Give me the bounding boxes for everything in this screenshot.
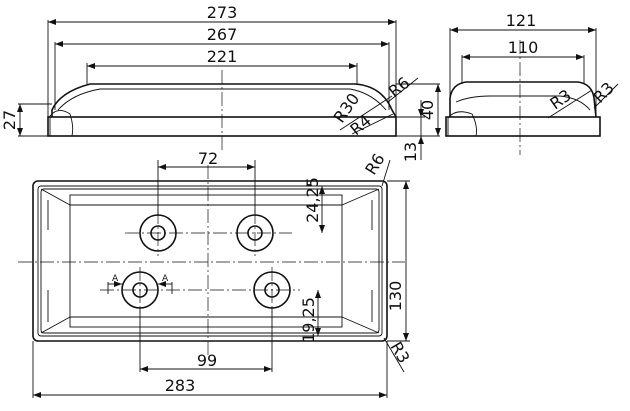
section-label-left: A: [112, 274, 119, 284]
boss-bottom-left: [121, 267, 159, 313]
leader-r3a: [547, 89, 593, 119]
dim-text-99: 99: [197, 351, 217, 370]
radius-r6-top: R6: [361, 150, 388, 178]
dim-text-110: 110: [508, 38, 539, 57]
leader-r3b: [593, 83, 619, 109]
dim-text-24-25: 24,25: [303, 177, 322, 223]
corner-line: [40, 316, 71, 334]
dim-text-72: 72: [198, 149, 218, 168]
side-body-outline: [449, 81, 597, 118]
top-inner-panel: [69, 194, 343, 328]
leader-r4: [351, 113, 394, 135]
dim-text-13: 13: [401, 142, 420, 162]
corner-line: [341, 316, 380, 334]
dim-text-130: 130: [386, 281, 405, 312]
corner-line: [341, 188, 380, 206]
front-view: 273 267 221 27 40 13 R30 R4 R6: [0, 3, 441, 162]
radius-r3b: R3: [589, 78, 617, 106]
front-section-hatch: [49, 110, 74, 137]
top-outer-inner: [37, 185, 383, 337]
leader-r3-bottom: [383, 337, 405, 373]
dim-text-283: 283: [165, 376, 196, 395]
dim-text-267: 267: [207, 25, 238, 44]
section-label-right: A: [162, 274, 169, 284]
top-rim-line: [40, 188, 380, 334]
front-inner-line: [57, 88, 387, 111]
side-base-plate: [445, 116, 601, 137]
top-outer-outline: [32, 180, 388, 342]
side-inner-line: [455, 95, 591, 111]
dim-text-19-25: 19,25: [299, 297, 318, 343]
front-body-outline: [51, 83, 397, 118]
dim-text-121: 121: [506, 11, 537, 30]
top-view: A A 72 99 283 130 24,25 19,25 R6: [18, 149, 414, 398]
corner-line: [40, 188, 71, 206]
leader-r30: [339, 95, 393, 131]
dim-text-273: 273: [207, 3, 238, 22]
side-section-hatch: [447, 111, 477, 137]
leader-r6-top: [381, 159, 391, 187]
radius-r3a: R3: [546, 85, 574, 113]
dim-text-27: 27: [0, 110, 19, 130]
side-view: 121 110 R3 R3: [445, 11, 619, 155]
dim-text-221: 221: [207, 47, 238, 66]
radius-r3-bottom: R3: [387, 339, 414, 367]
leader-r6: [387, 77, 419, 103]
